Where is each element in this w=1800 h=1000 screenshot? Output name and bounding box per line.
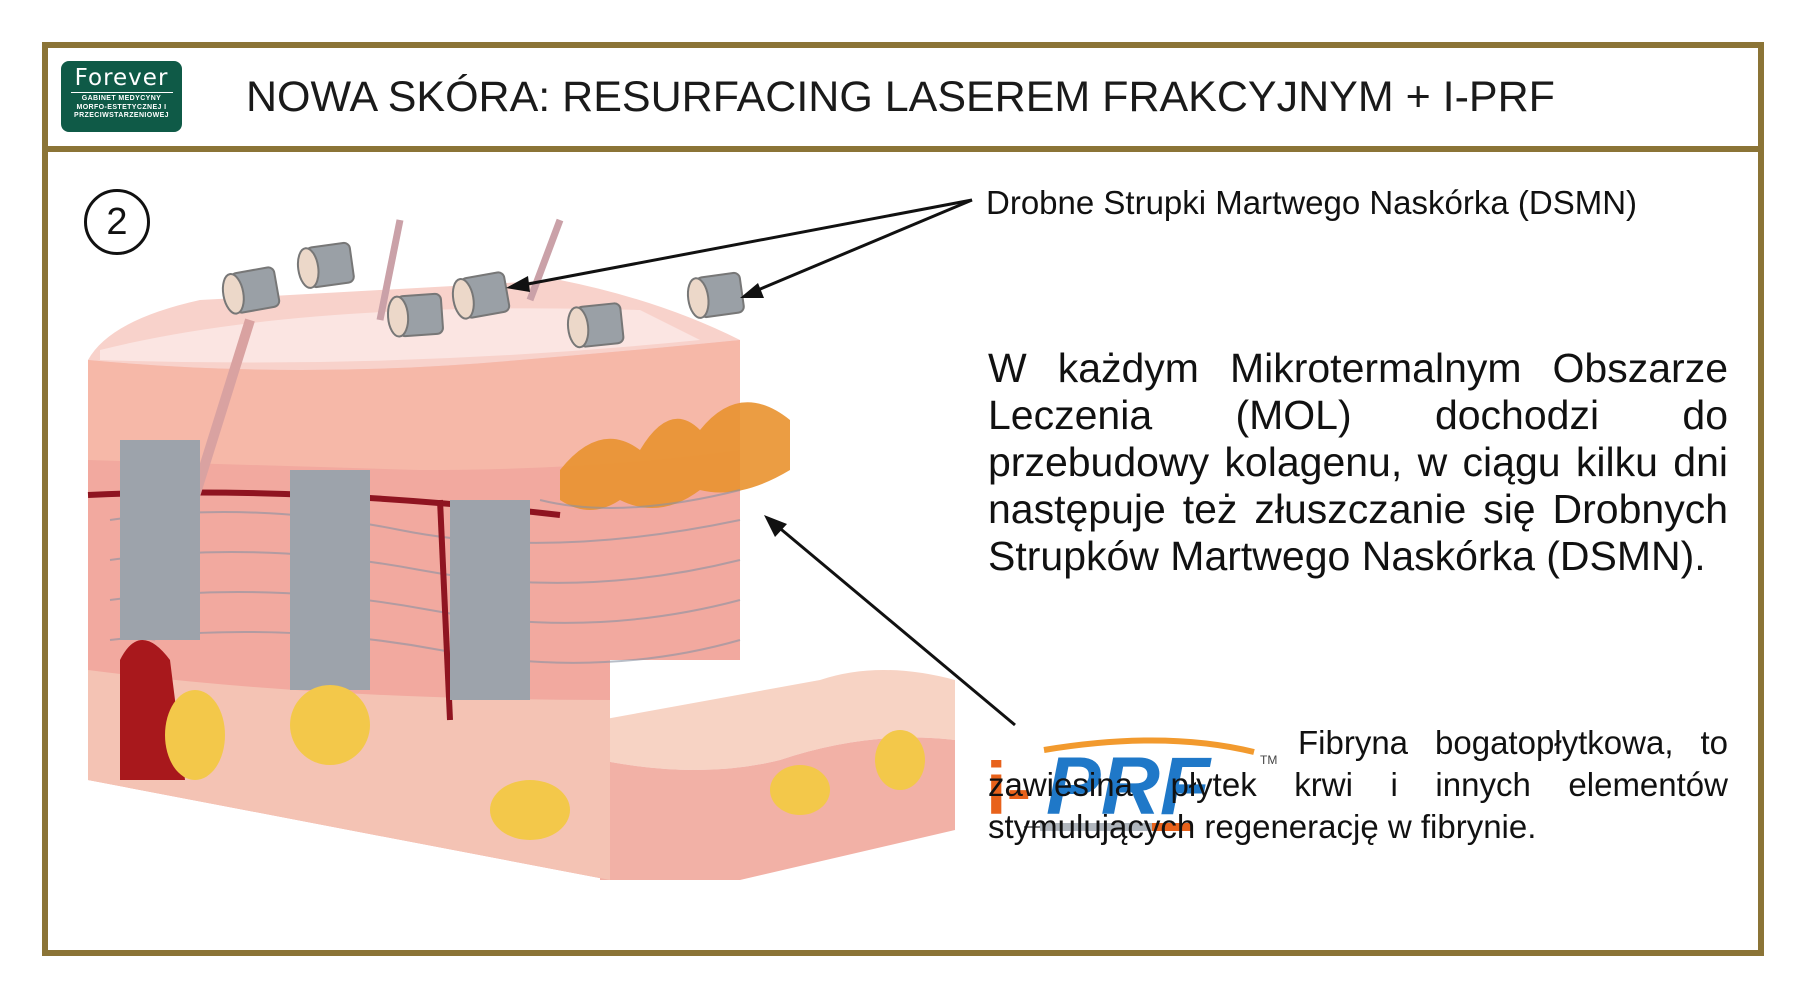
callout-arrows [511,198,1016,727]
iprf-logo-prf: PRF [1046,741,1212,832]
forever-logo: Forever GABINET MEDYCYNY MORFO-ESTETYCZN… [61,61,182,132]
scab-2 [296,241,355,289]
fat-lobules [165,685,925,840]
orange-wave [560,402,790,510]
arrowhead-1 [506,276,530,292]
lower-right-block-top [600,670,955,770]
dsmn-callout-label: Drobne Strupki Martwego Naskórka (DSMN) [986,184,1638,221]
arrow-line-2 [745,198,973,297]
treatment-column-1 [120,440,200,640]
scab-cylinders [221,241,745,349]
laser-beam-1 [376,219,404,321]
fat-lobule-3 [490,780,570,840]
syringe-fluid [1152,823,1192,831]
header-divider [42,146,1764,152]
arrow-line-3 [769,518,1016,727]
lower-right-block-front [600,737,955,880]
arrow-line-1 [511,198,973,289]
logo-line-1: GABINET MEDYCYNY [81,95,162,102]
fat-lobule-2 [290,685,370,765]
collagen-fibers [109,489,741,664]
outer-frame [42,42,1764,956]
treatment-column-3 [450,500,530,700]
scab-6 [686,271,745,319]
treatment-column-2 [290,470,370,690]
page-title: NOWA SKÓRA: RESURFACING LASEREM FRAKCYJN… [246,73,1555,121]
arrowhead-2 [740,283,764,298]
laser-beam-2 [526,218,564,302]
step-number-badge: 2 [84,189,150,255]
arrowhead-3 [764,515,787,537]
logo-line-2: MORFO-ESTETYCZNEJ I [76,103,167,111]
scab-1 [221,266,281,315]
treatment-columns [120,440,530,700]
iprf-description: Fibryna bogatopłytkowa, to zawiesina pły… [988,724,1728,845]
main-description: W każdym Mikrotermalnym Obszarze Leczeni… [988,345,1728,579]
scab-4 [451,271,511,320]
logo-brand: Forever [74,65,169,91]
scab-3 [386,292,444,338]
epidermis-band [88,340,740,470]
logo-line-3: PRZECIWSTARZENIOWEJ [74,112,169,120]
scab-5 [566,302,625,349]
iprf-logo: i- PRF TM [986,737,1277,832]
arrow-heads [506,276,787,537]
syringe-body [1040,823,1192,831]
fat-lobule-4 [770,765,830,815]
iprf-logo-tm: TM [1260,753,1277,767]
logo-rule [70,92,173,93]
fat-lobule-5 [875,730,925,790]
iprf-logo-i: i- [986,747,1031,830]
fat-lobule-1 [165,690,225,780]
